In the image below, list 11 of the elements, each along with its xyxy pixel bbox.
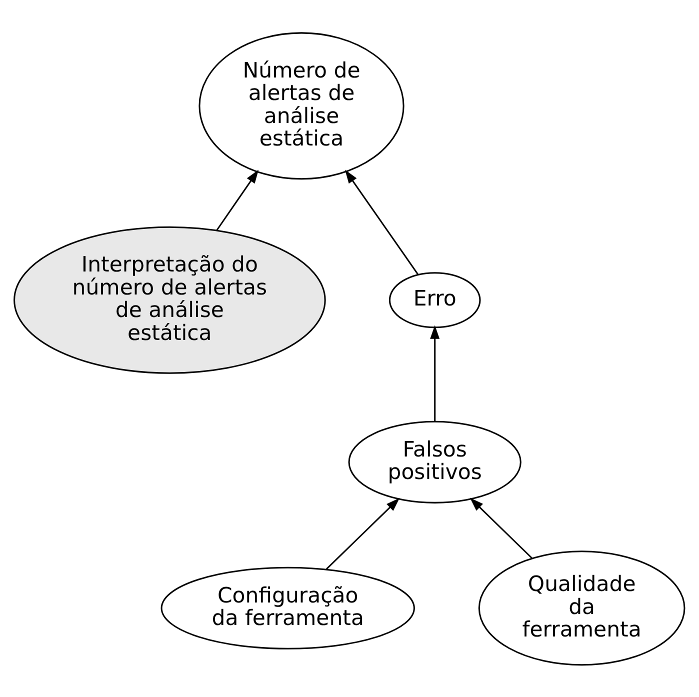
arrow — [326, 497, 400, 570]
node-ellipse: Qualidade da ferramenta — [478, 550, 686, 666]
node-ellipse: Número de alertas de análise estática — [198, 32, 404, 180]
arrow — [470, 497, 533, 558]
node-ellipse: Configuração da ferramenta — [160, 566, 415, 649]
arrow — [344, 169, 419, 274]
node-ellipse: Falsos positivos — [348, 420, 522, 503]
arrow — [430, 324, 440, 421]
node-ellipse: Interpretação do número de alertas de análise estática — [14, 226, 326, 374]
arrow — [216, 169, 259, 230]
node-ellipse: Erro — [388, 272, 481, 328]
